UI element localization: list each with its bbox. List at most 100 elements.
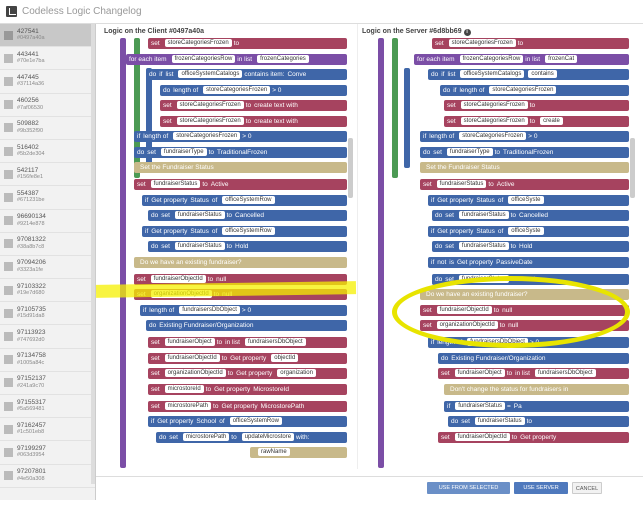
snapshot-item[interactable]: 509882#9b352f90: [0, 117, 95, 140]
logic-block-row[interactable]: Don't change the status for fundraisers …: [444, 383, 629, 395]
block-connector: [120, 38, 126, 468]
logic-block-row[interactable]: Set the Fundraiser Status: [134, 162, 347, 173]
workspace-scrollbar[interactable]: [348, 138, 353, 198]
snapshot-item[interactable]: 97113923#747692d0: [0, 325, 95, 349]
use-snapshot-button[interactable]: USE FROM SELECTED SNAPSHOT: [427, 482, 510, 503]
block-text: Get property: [236, 370, 273, 377]
snapshot-icon: [4, 308, 13, 318]
info-icon[interactable]: i: [463, 29, 471, 36]
variable-chip: fundraiserStatus: [174, 242, 225, 251]
snapshot-item[interactable]: 97199297#063d3954: [0, 441, 95, 465]
block-text: to: [226, 243, 233, 250]
block-keyword: do: [151, 212, 159, 219]
snapshot-item[interactable]: 97207801#4e50a308: [0, 465, 95, 488]
workspace-scrollbar[interactable]: [630, 138, 635, 198]
snapshot-list-scrollbar[interactable]: [91, 24, 95, 484]
cancel-button[interactable]: CANCEL: [572, 482, 602, 494]
snapshot-item[interactable]: 427541#0497a40a: [0, 24, 95, 48]
snapshot-item[interactable]: 97081322#38a8b7c8: [0, 233, 95, 256]
snapshot-item[interactable]: 97155317#5a569481: [0, 395, 95, 419]
block-text: of: [497, 196, 504, 204]
snapshot-id: 97162457: [17, 421, 46, 429]
snapshot-item[interactable]: 443441#70e1e7ba: [0, 47, 95, 71]
logic-block-row[interactable]: rawName: [250, 447, 347, 458]
snapshot-item[interactable]: 542117#156fe8e1: [0, 163, 95, 187]
snapshot-hash: #37114a36: [17, 81, 45, 88]
snapshot-item[interactable]: 554387#671231be: [0, 186, 95, 210]
block-text: to: [511, 433, 518, 441]
snapshot-icon: [4, 100, 13, 110]
block-text: to: [517, 40, 524, 47]
snapshot-item[interactable]: 97094206#3323a1fe: [0, 256, 95, 280]
block-keyword: do: [435, 212, 443, 219]
variable-chip: fundraiserStatus: [174, 211, 225, 220]
block-text: to: [529, 117, 536, 125]
block-keyword: do: [451, 418, 459, 425]
block-text: set: [445, 275, 454, 283]
snapshot-item[interactable]: 97105735#15d91da8: [0, 302, 95, 326]
edit-icon: [6, 6, 17, 17]
snapshot-item[interactable]: 447445#37114a36: [0, 70, 95, 94]
block-keyword: if: [145, 196, 149, 204]
snapshot-item[interactable]: 96690134#9214e878: [0, 210, 95, 233]
snapshot-item[interactable]: 460256#7af06530: [0, 94, 95, 117]
block-keyword: set: [151, 354, 160, 362]
snapshot-item[interactable]: 97162457#1c501eb8: [0, 418, 95, 442]
snapshot-item[interactable]: 97152137#241a9c70: [0, 372, 95, 395]
block-keyword: do: [423, 148, 431, 156]
use-server-model-button[interactable]: USE SERVER MODEL: [514, 482, 568, 503]
snapshot-icon: [4, 447, 13, 457]
block-keyword: do: [431, 71, 439, 78]
snapshot-item[interactable]: 97134758#1005a84c: [0, 349, 95, 372]
snapshot-item[interactable]: 516402#5b2de304: [0, 140, 95, 164]
snapshot-item[interactable]: 97103322#19e7d680: [0, 279, 95, 303]
logic-block-row[interactable]: Do we have an existing fundraiser?: [134, 256, 347, 268]
logic-block-row[interactable]: Set the Fundraiser Status: [420, 162, 629, 173]
block-keyword: do: [443, 86, 451, 94]
